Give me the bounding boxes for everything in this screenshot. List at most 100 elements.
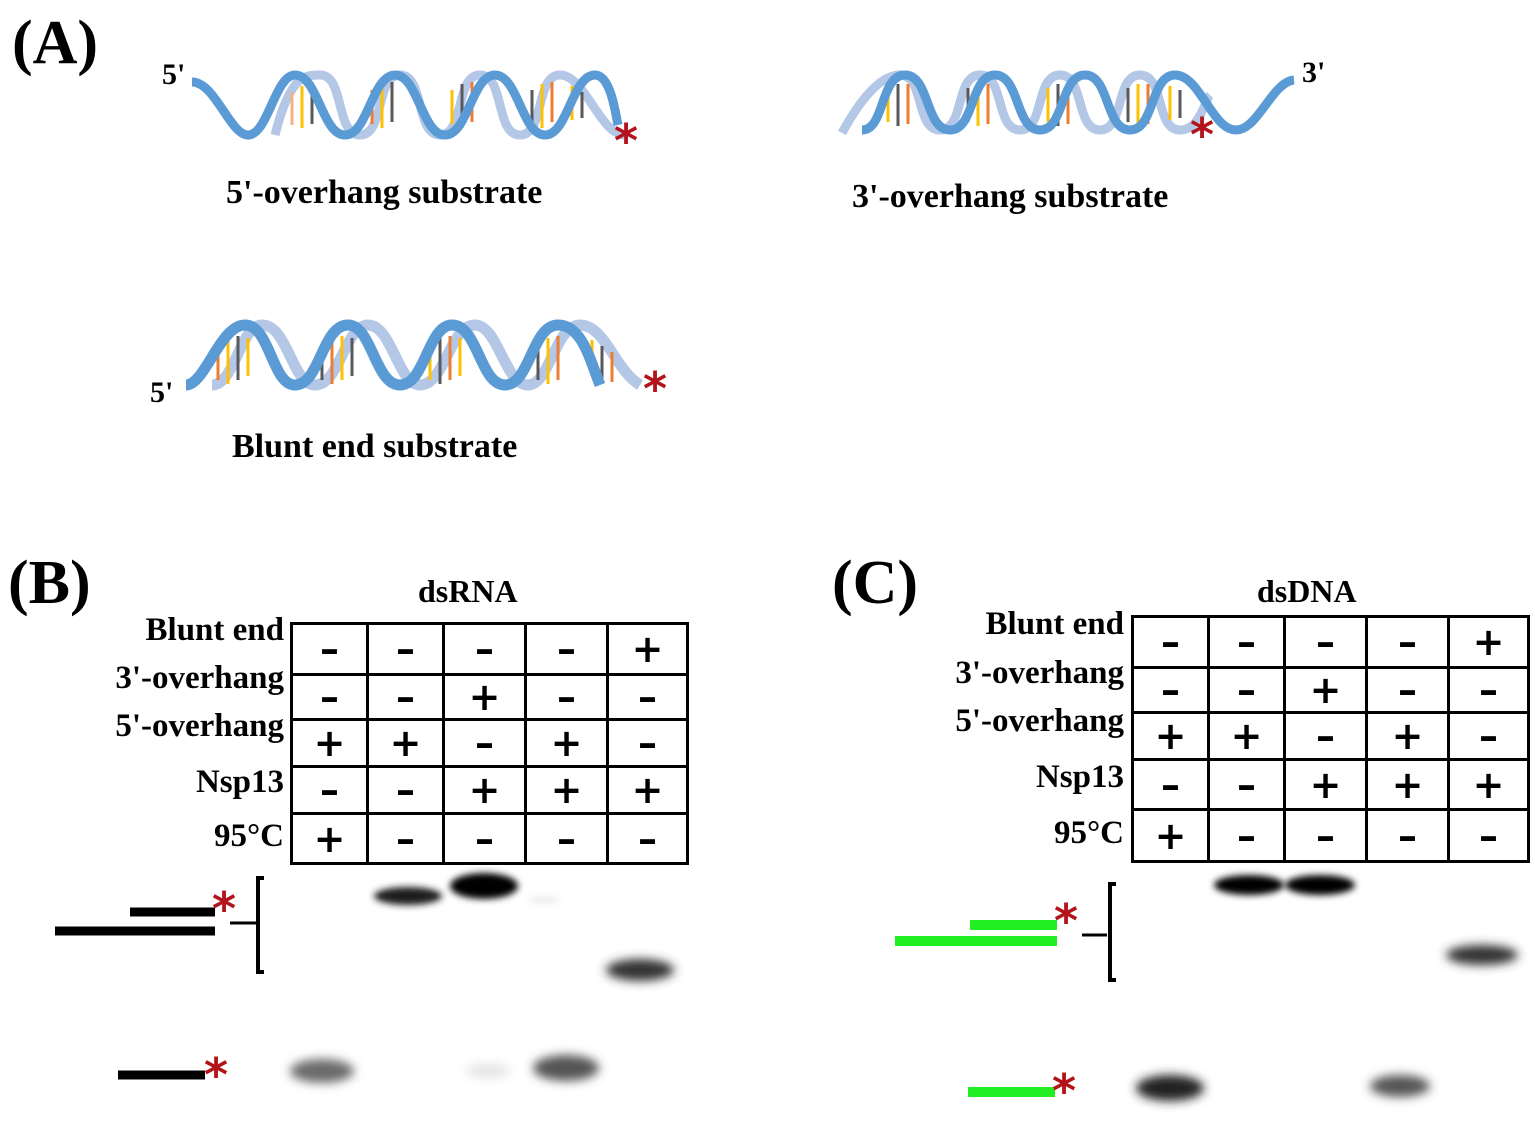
- table-cell: –: [366, 622, 445, 676]
- substrate-title-five-overhang: 5'-overhang substrate: [226, 174, 543, 211]
- gel-b-band: [533, 1055, 599, 1081]
- gel-b-band: [290, 1059, 354, 1083]
- table-cell: –: [366, 812, 445, 865]
- gel-b-band: [606, 959, 674, 981]
- condition-table-b: – – – – + – – + – – + + – + – – – + + + …: [290, 622, 689, 865]
- row-label-five-overhang: 5'-overhang: [955, 703, 1124, 739]
- table-cell: –: [366, 673, 445, 721]
- table-cell: –: [524, 622, 609, 676]
- table-cell: +: [1283, 666, 1368, 714]
- table-cell: –: [1283, 808, 1368, 863]
- table-cell: –: [442, 812, 527, 865]
- table-cell: –: [1131, 666, 1210, 714]
- table-cell: +: [442, 765, 527, 815]
- substrate-title-three-overhang: 3'-overhang substrate: [852, 178, 1169, 215]
- table-cell: –: [442, 718, 527, 768]
- table-cell: –: [606, 718, 689, 768]
- table-cell: +: [1447, 758, 1530, 811]
- panel-c-title: dsDNA: [1257, 573, 1357, 609]
- row-label-95c: 95°C: [213, 818, 284, 854]
- row-label-three-overhang: 3'-overhang: [115, 660, 284, 696]
- helix-three-overhang: [838, 70, 1296, 136]
- table-cell: –: [1365, 666, 1450, 714]
- label-star: *: [614, 114, 639, 168]
- table-cell: –: [1283, 615, 1368, 669]
- table-cell: –: [1207, 615, 1286, 669]
- label-star: *: [643, 362, 668, 416]
- gel-c-band: [1370, 1075, 1430, 1097]
- table-cell: +: [1365, 758, 1450, 811]
- legend-b-bracket: [256, 876, 264, 974]
- panel-b-title: dsRNA: [418, 573, 518, 609]
- table-cell: –: [1283, 711, 1368, 761]
- table-cell: –: [1207, 758, 1286, 811]
- five-prime-label-blunt: 5': [150, 376, 174, 409]
- panel-a-letter: (A): [12, 9, 99, 77]
- gel-c-band: [1446, 945, 1518, 965]
- row-label-blunt-end: Blunt end: [985, 606, 1124, 642]
- row-label-nsp13: Nsp13: [195, 764, 284, 800]
- gel-c-band: [1214, 875, 1284, 895]
- table-cell: +: [524, 718, 609, 768]
- row-label-95c: 95°C: [1053, 815, 1124, 851]
- table-cell: –: [366, 765, 445, 815]
- panel-c-letter: (C): [832, 549, 919, 617]
- helix-blunt: [184, 319, 644, 391]
- gel-b-smear: [528, 896, 560, 904]
- table-cell: –: [1447, 711, 1530, 761]
- table-cell: –: [1365, 808, 1450, 863]
- table-cell: +: [290, 812, 369, 865]
- table-cell: +: [524, 765, 609, 815]
- table-cell: –: [1207, 808, 1286, 863]
- table-cell: –: [1131, 758, 1210, 811]
- legend-c-single-star: *: [1052, 1064, 1077, 1118]
- table-cell: –: [290, 765, 369, 815]
- table-cell: +: [366, 718, 445, 768]
- table-cell: –: [1207, 666, 1286, 714]
- table-cell: –: [442, 622, 527, 676]
- legend-b-single-star: *: [204, 1048, 229, 1102]
- gel-b-band: [374, 887, 442, 905]
- table-cell: +: [1207, 711, 1286, 761]
- condition-table-c: – – – – + – – + – – + + – + – – – + + + …: [1131, 615, 1530, 863]
- gel-b: [290, 873, 674, 1083]
- table-cell: +: [1131, 711, 1210, 761]
- table-cell: –: [524, 812, 609, 865]
- table-cell: –: [606, 673, 689, 721]
- table-cell: +: [442, 673, 527, 721]
- table-cell: +: [290, 718, 369, 768]
- table-cell: –: [606, 812, 689, 865]
- table-cell: –: [290, 673, 369, 721]
- table-cell: +: [606, 765, 689, 815]
- legend-b: [55, 876, 264, 1080]
- table-cell: –: [1365, 615, 1450, 669]
- table-cell: –: [1131, 615, 1210, 669]
- gel-b-smear: [466, 1064, 510, 1078]
- row-label-three-overhang: 3'-overhang: [955, 655, 1124, 691]
- table-cell: +: [1447, 615, 1530, 669]
- table-cell: +: [1283, 758, 1368, 811]
- legend-c-bracket: [1108, 882, 1116, 982]
- label-star: *: [1190, 108, 1215, 162]
- gel-c: [1136, 875, 1518, 1101]
- gel-b-band: [450, 873, 518, 899]
- substrate-title-blunt: Blunt end substrate: [232, 428, 518, 465]
- table-cell: –: [290, 622, 369, 676]
- panel-b-letter: (B): [8, 549, 91, 617]
- table-cell: +: [1365, 711, 1450, 761]
- table-cell: +: [1131, 808, 1210, 863]
- table-cell: –: [1447, 666, 1530, 714]
- three-prime-label: 3': [1302, 56, 1326, 89]
- helix-five-overhang: [191, 70, 626, 140]
- five-prime-label: 5': [162, 58, 186, 91]
- legend-c: [895, 882, 1116, 1097]
- table-cell: +: [606, 622, 689, 676]
- table-cell: –: [524, 673, 609, 721]
- gel-c-band: [1285, 875, 1355, 895]
- row-label-five-overhang: 5'-overhang: [115, 708, 284, 744]
- legend-c-duplex-star: *: [1054, 894, 1079, 948]
- row-label-blunt-end: Blunt end: [145, 612, 284, 648]
- table-cell: –: [1447, 808, 1530, 863]
- gel-c-band: [1136, 1075, 1204, 1101]
